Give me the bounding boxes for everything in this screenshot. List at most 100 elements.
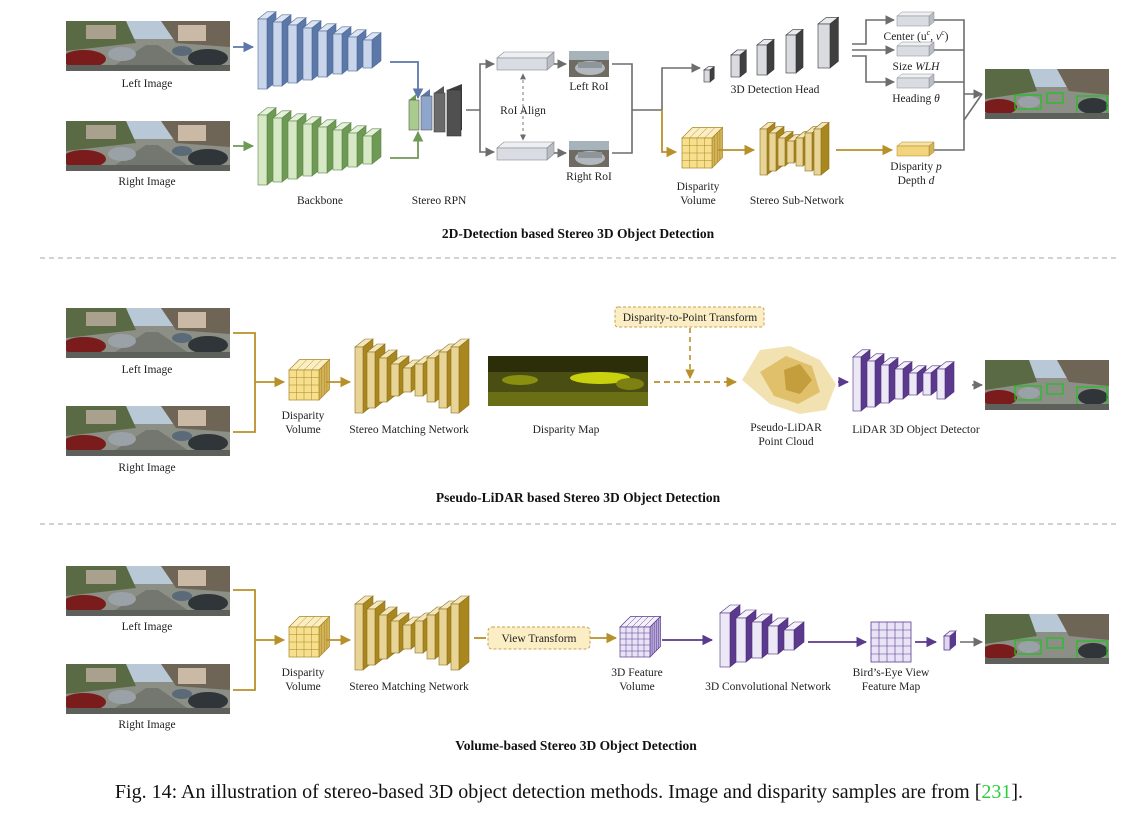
- line-disparity-merge: [934, 93, 983, 151]
- section2-title: Pseudo-LiDAR based Stereo 3D Object Dete…: [436, 490, 721, 505]
- roi-align-label: RoI Align: [500, 105, 546, 117]
- cube3-grid-t: [311, 616, 323, 628]
- stereo-rpn-block: [408, 84, 462, 137]
- bev-label-1: Bird’s-Eye View: [853, 667, 930, 679]
- det-head-layer-4: [785, 28, 804, 74]
- stereo-sub-layer-7: [813, 121, 830, 176]
- caption-end: ].: [1011, 781, 1024, 803]
- backbone-green-stack: [257, 107, 382, 186]
- left-image-photo-2: [66, 308, 230, 358]
- arrow-rpn-to-roi-bottom: [479, 110, 495, 157]
- smn3-layer-9: [450, 595, 470, 671]
- arrow-rpn-to-roi-top: [466, 59, 495, 111]
- small-output-block: [942, 630, 958, 651]
- lidar-detector-label: LiDAR 3D Object Detector: [852, 424, 980, 436]
- cube1-grid-t: [696, 127, 708, 139]
- cube2-grid-t: [296, 359, 308, 371]
- det-head-layer-5: [817, 16, 840, 69]
- right-image-label-3: Right Image: [118, 719, 175, 731]
- section-2d-detection: Left Image Right Image Backbone Stereo R…: [66, 11, 1109, 241]
- cube3-grid-t: [296, 616, 308, 628]
- bev-feature-map-grid: [870, 621, 912, 663]
- disparity-volume-cube-3: [288, 615, 331, 658]
- view-transform-label: View Transform: [501, 633, 576, 645]
- size-label: Size WLH: [893, 61, 941, 73]
- section1-title: 2D-Detection based Stereo 3D Object Dete…: [442, 226, 715, 241]
- center-box: [896, 11, 935, 27]
- disparity-to-point-transform-box: [614, 306, 765, 328]
- conv3d-layer-5: [783, 621, 805, 651]
- pseudo-lidar-label-2: Point Cloud: [758, 436, 814, 448]
- right-image-photo: [66, 121, 230, 171]
- left-roi-label: Left RoI: [569, 81, 608, 93]
- arrow-to-center: [852, 15, 895, 45]
- feature-volume-line1: 3D Feature: [611, 667, 662, 679]
- disparity-volume-1-line1: Disparity: [677, 181, 720, 193]
- det-head-layer-3: [756, 38, 775, 76]
- disparity-map-image: [488, 356, 648, 406]
- disparity-volume-cube-1: [681, 126, 724, 169]
- cube4-grid-t: [637, 616, 649, 628]
- arrow-to-heading: [852, 55, 895, 87]
- disparity-map-label: Disparity Map: [533, 424, 600, 436]
- left-image-label-3: Left Image: [122, 621, 173, 633]
- feature-volume-line2: Volume: [619, 681, 655, 693]
- disparity-volume-1-line2: Volume: [680, 195, 716, 207]
- stereo-matching-network-stack-2: [354, 338, 470, 414]
- line-left-roi-merge: [612, 63, 633, 110]
- right-image-label-2: Right Image: [118, 462, 175, 474]
- cube1-grid-t: [704, 127, 716, 139]
- bev-grid-frame: [870, 621, 912, 663]
- line-images-merge-3: [233, 589, 256, 691]
- stereo-sub-network-stack: [759, 121, 830, 176]
- caption-text: Fig. 14: An illustration of stereo-based…: [114, 781, 982, 803]
- right-roi-photo: [569, 141, 609, 167]
- left-image-photo-3: [66, 566, 230, 616]
- depth-d-label: Depth d: [898, 175, 935, 187]
- roi-box-bottom: [496, 141, 555, 161]
- disparity-volume-3-line2: Volume: [285, 681, 321, 693]
- conv3d-network-stack: [719, 604, 805, 668]
- det-head-layer-1: [703, 66, 716, 83]
- cube4-grid-t: [631, 616, 643, 628]
- cube4-grid-t: [625, 616, 637, 628]
- roi-box-top: [496, 51, 555, 71]
- section-pseudo-lidar: Left Image Right Image Disparity Volume …: [66, 306, 1109, 505]
- stereo-matching-label-2: Stereo Matching Network: [349, 424, 469, 436]
- pseudo-lidar-label-1: Pseudo-LiDAR: [750, 422, 822, 434]
- section3-title: Volume-based Stereo 3D Object Detection: [455, 738, 697, 753]
- cube1-grid-t: [689, 127, 701, 139]
- stereo-rpn-label: Stereo RPN: [412, 195, 467, 207]
- disparity-to-point-transform-label: Disparity-to-Point Transform: [623, 312, 758, 324]
- left-image-label-2: Left Image: [122, 364, 173, 376]
- right-image-photo-2: [66, 406, 230, 456]
- caption-citation[interactable]: 231: [981, 781, 1012, 803]
- disparity-p-box: [896, 141, 935, 157]
- left-image-photo: [66, 21, 230, 71]
- stereo-matching-network-stack-3: [354, 595, 470, 671]
- stereo-sub-label: Stereo Sub-Network: [750, 195, 844, 207]
- cube4-grid-t: [643, 616, 655, 628]
- line-right-roi-merge: [612, 110, 633, 154]
- result-image-1: [985, 69, 1109, 119]
- arrow-to-detection-head: [661, 63, 701, 110]
- lidar-det-layer-7: [936, 361, 955, 400]
- lidar-detector-stack: [852, 349, 955, 412]
- line-images-merge-2: [233, 332, 256, 433]
- backbone-blue-stack: [257, 11, 382, 90]
- left-image-label: Left Image: [122, 78, 173, 90]
- disparity-volume-cube-2: [288, 358, 331, 401]
- det-head-layer-2: [730, 49, 748, 78]
- backbone-green-layer-8: [362, 128, 382, 165]
- cube3-grid-t: [303, 616, 315, 628]
- heading-label: Heading θ: [892, 93, 940, 105]
- arrow-to-disparity-volume-1: [661, 110, 678, 158]
- center-label: Center (uc, vc): [884, 28, 949, 43]
- right-roi-label: Right RoI: [566, 171, 612, 183]
- bev-label-2: Feature Map: [862, 681, 921, 693]
- figure-caption: Fig. 14: An illustration of stereo-based…: [0, 781, 1138, 804]
- disparity-volume-2-line1: Disparity: [282, 410, 325, 422]
- detection-head-label: 3D Detection Head: [731, 84, 820, 96]
- disparity-volume-3-line1: Disparity: [282, 667, 325, 679]
- left-roi-photo: [569, 51, 609, 77]
